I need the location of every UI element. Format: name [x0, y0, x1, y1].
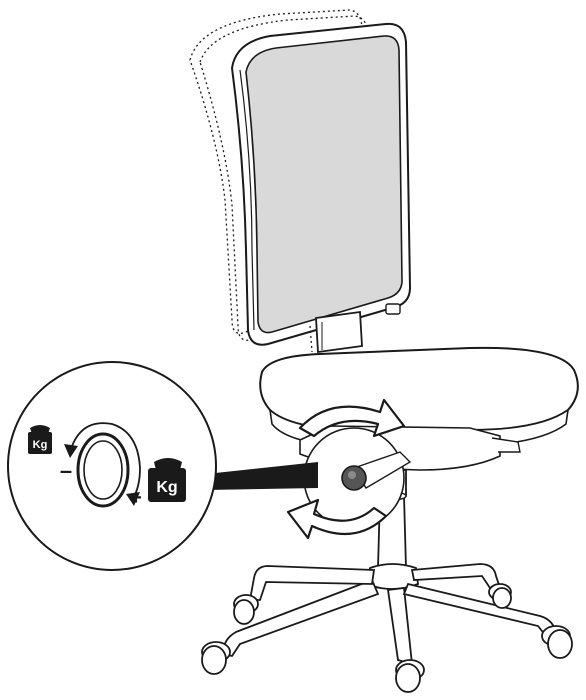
caster-front-right [542, 626, 572, 658]
backrest-cushion [246, 36, 402, 333]
caster-front-left [202, 642, 230, 674]
decrease-sign: – [60, 458, 72, 483]
callout-pointer [206, 462, 318, 490]
seat-top [260, 348, 578, 430]
seat [260, 348, 578, 470]
star-base [224, 564, 556, 664]
tension-knob [342, 466, 366, 490]
backrest-post [310, 312, 362, 352]
caster-front [396, 660, 424, 692]
light-weight-label: Kg [33, 439, 48, 451]
heavy-weight-label: Kg [156, 479, 177, 496]
increase-sign: + [130, 487, 142, 509]
light-weight-icon: Kg [28, 425, 52, 454]
backrest [190, 10, 410, 345]
caster-back-left [234, 595, 258, 624]
backrest-clip [386, 304, 400, 314]
callout-circle [8, 362, 216, 570]
